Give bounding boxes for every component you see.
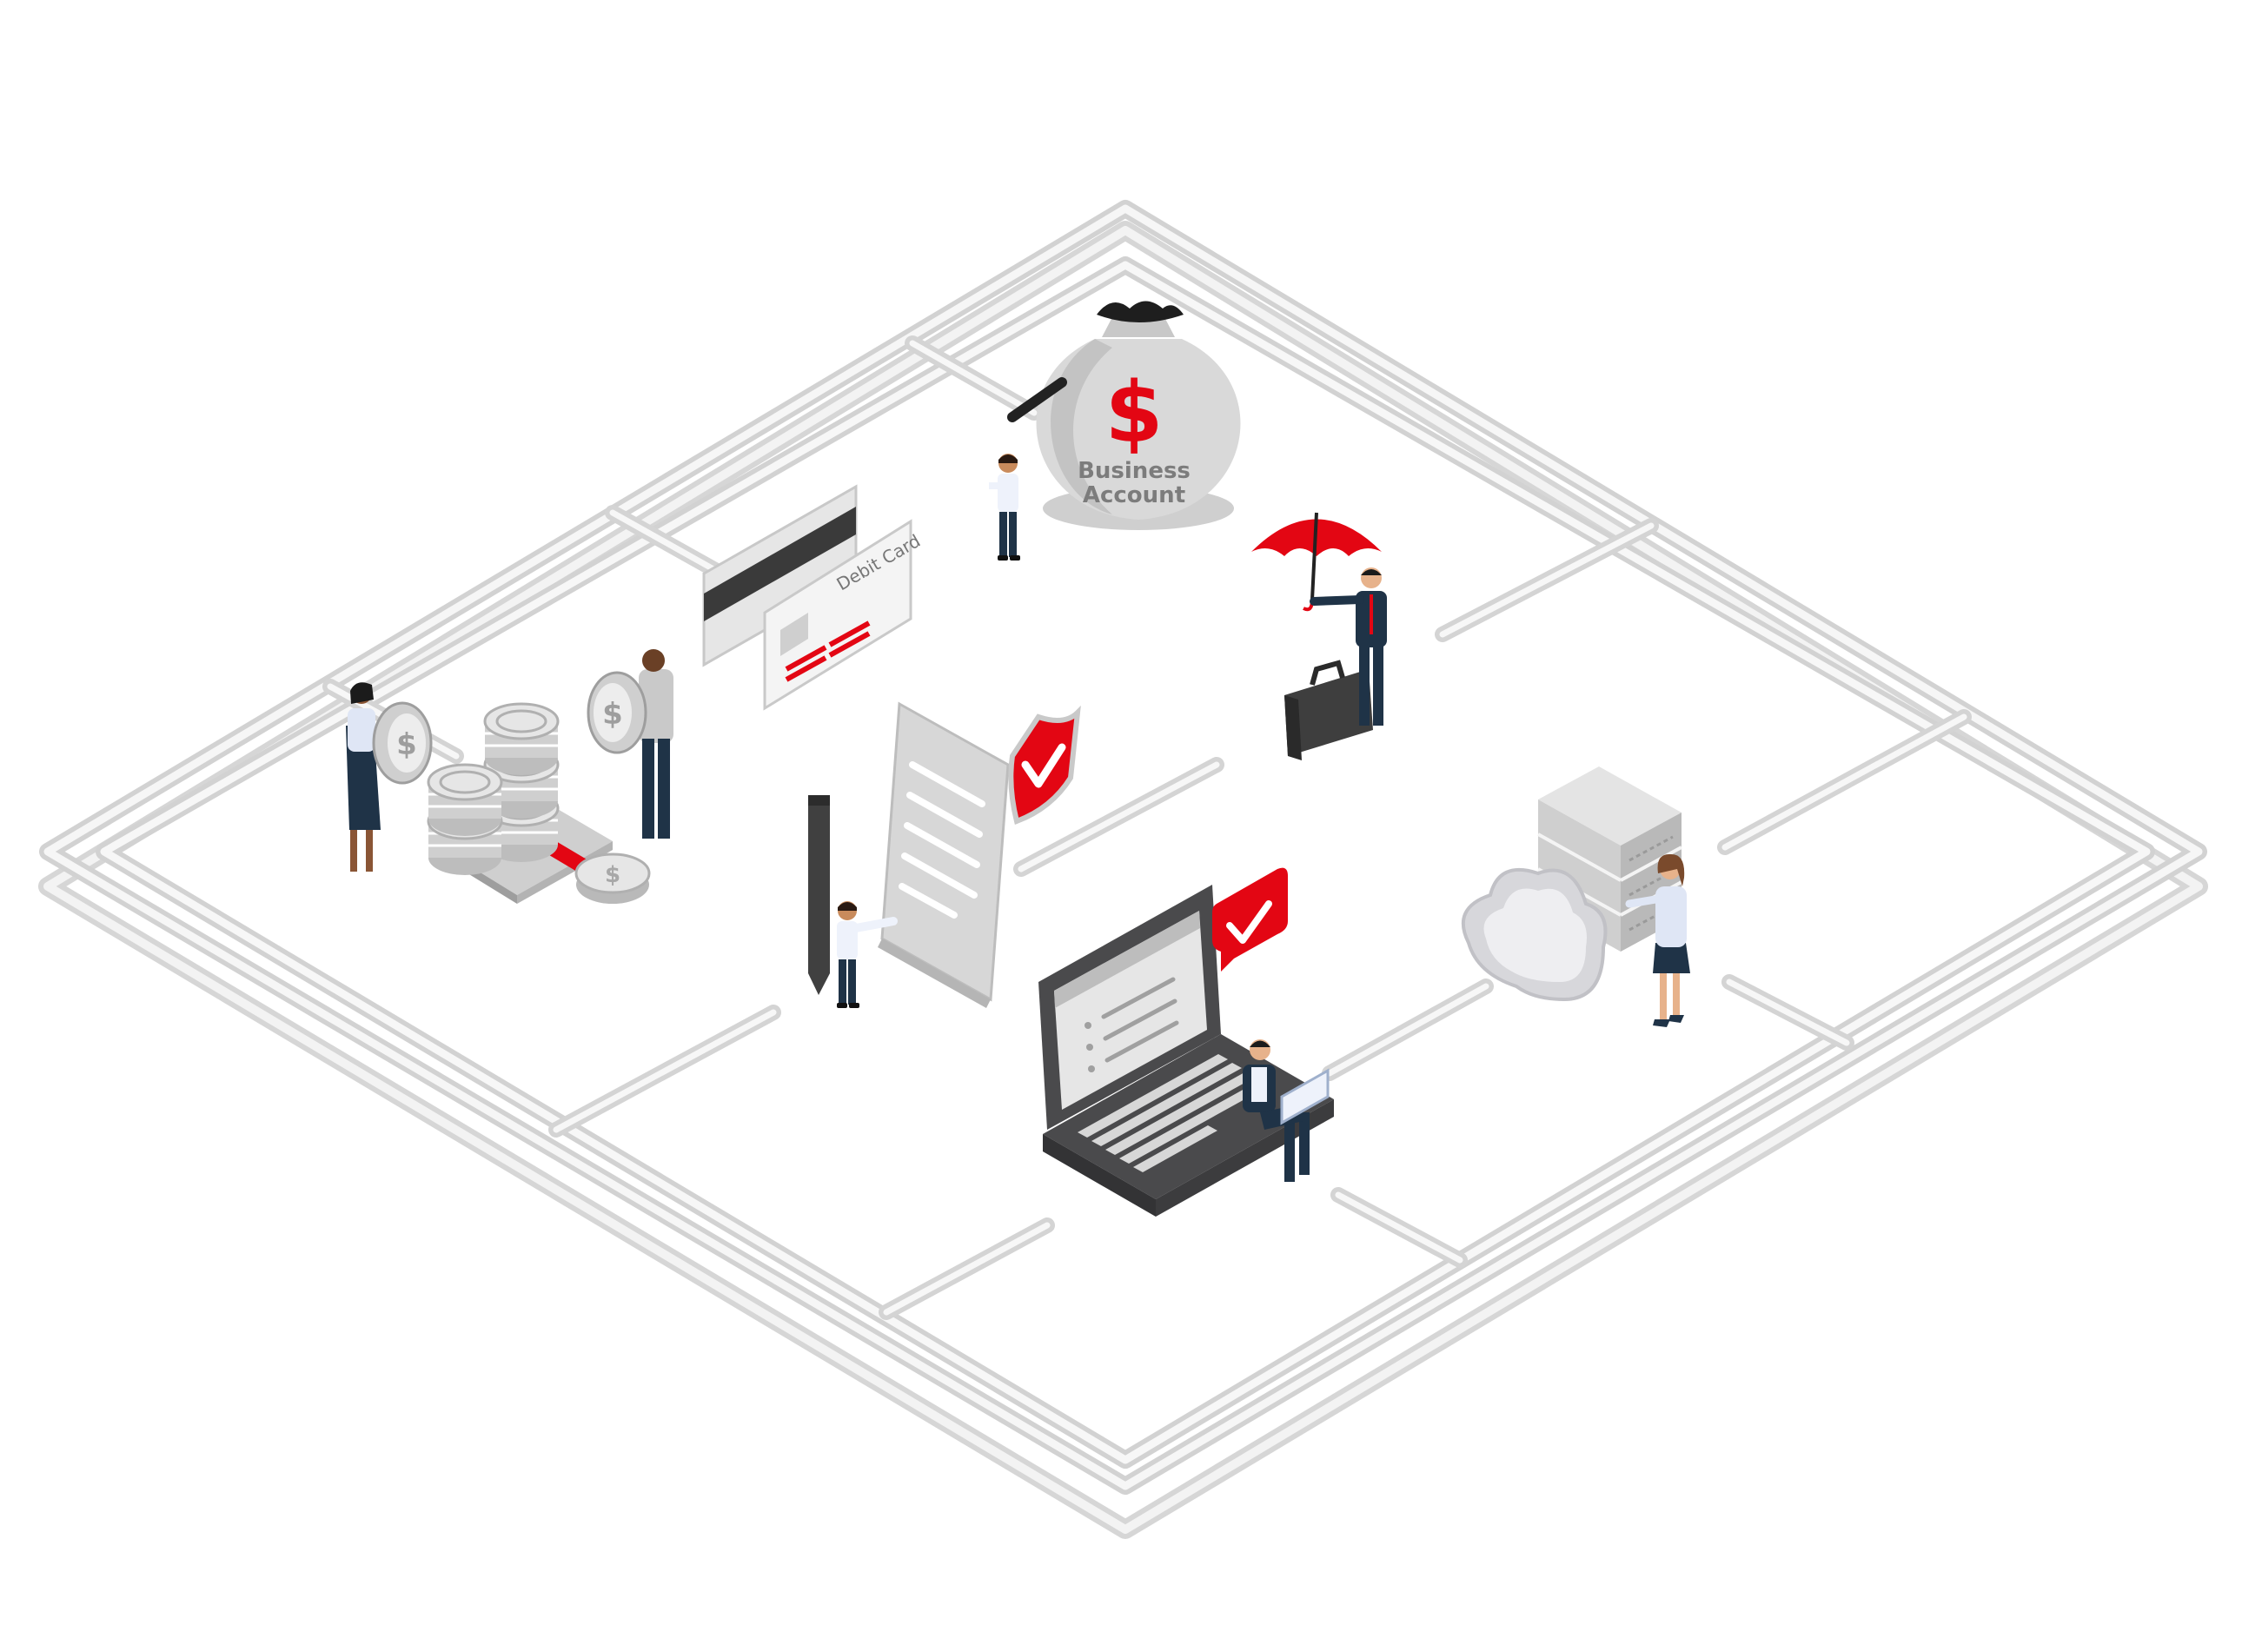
person-woman-holding-coin: $ [346,682,433,872]
person-signing-document [837,901,898,1008]
coin-dollar-sign: $ [605,862,620,888]
briefcase-icon [1284,660,1373,760]
cloud-icon [1461,868,1608,1002]
bag-label-line2: Account [1083,482,1185,508]
notification-check-icon [1212,867,1288,972]
held-coin-dollar-left: $ [396,727,417,762]
isometric-platform [38,200,2208,1539]
person-with-telescope [989,377,1067,561]
person-man-holding-coin: $ [587,649,673,839]
person-sitting-with-laptop [1243,1039,1330,1182]
cloud-server-group [1461,766,1690,1027]
laptop-group [1038,867,1334,1217]
contract-document-group [808,701,1081,1008]
shield-check-icon [1008,705,1081,825]
pen-icon [808,795,830,995]
coin-single: $ [574,853,651,904]
person-holding-umbrella [1310,567,1387,726]
bag-label-line1: Business [1078,458,1191,484]
bag-dollar-sign: $ [1105,364,1164,461]
laptop-screen [1038,885,1221,1130]
insurance-group [1251,512,1387,760]
held-coin-dollar-right: $ [602,697,623,732]
person-woman-at-server [1625,853,1690,1027]
business-account-money-bag: $ Business Account [1036,301,1241,530]
coin-stack-short [427,763,503,877]
platform-inner-rail [96,256,2155,1469]
platform-connector-bars [322,335,1972,1320]
coins-and-cash-group: $ $ $ [346,649,673,904]
debit-card-group: Debit Card [702,484,924,711]
